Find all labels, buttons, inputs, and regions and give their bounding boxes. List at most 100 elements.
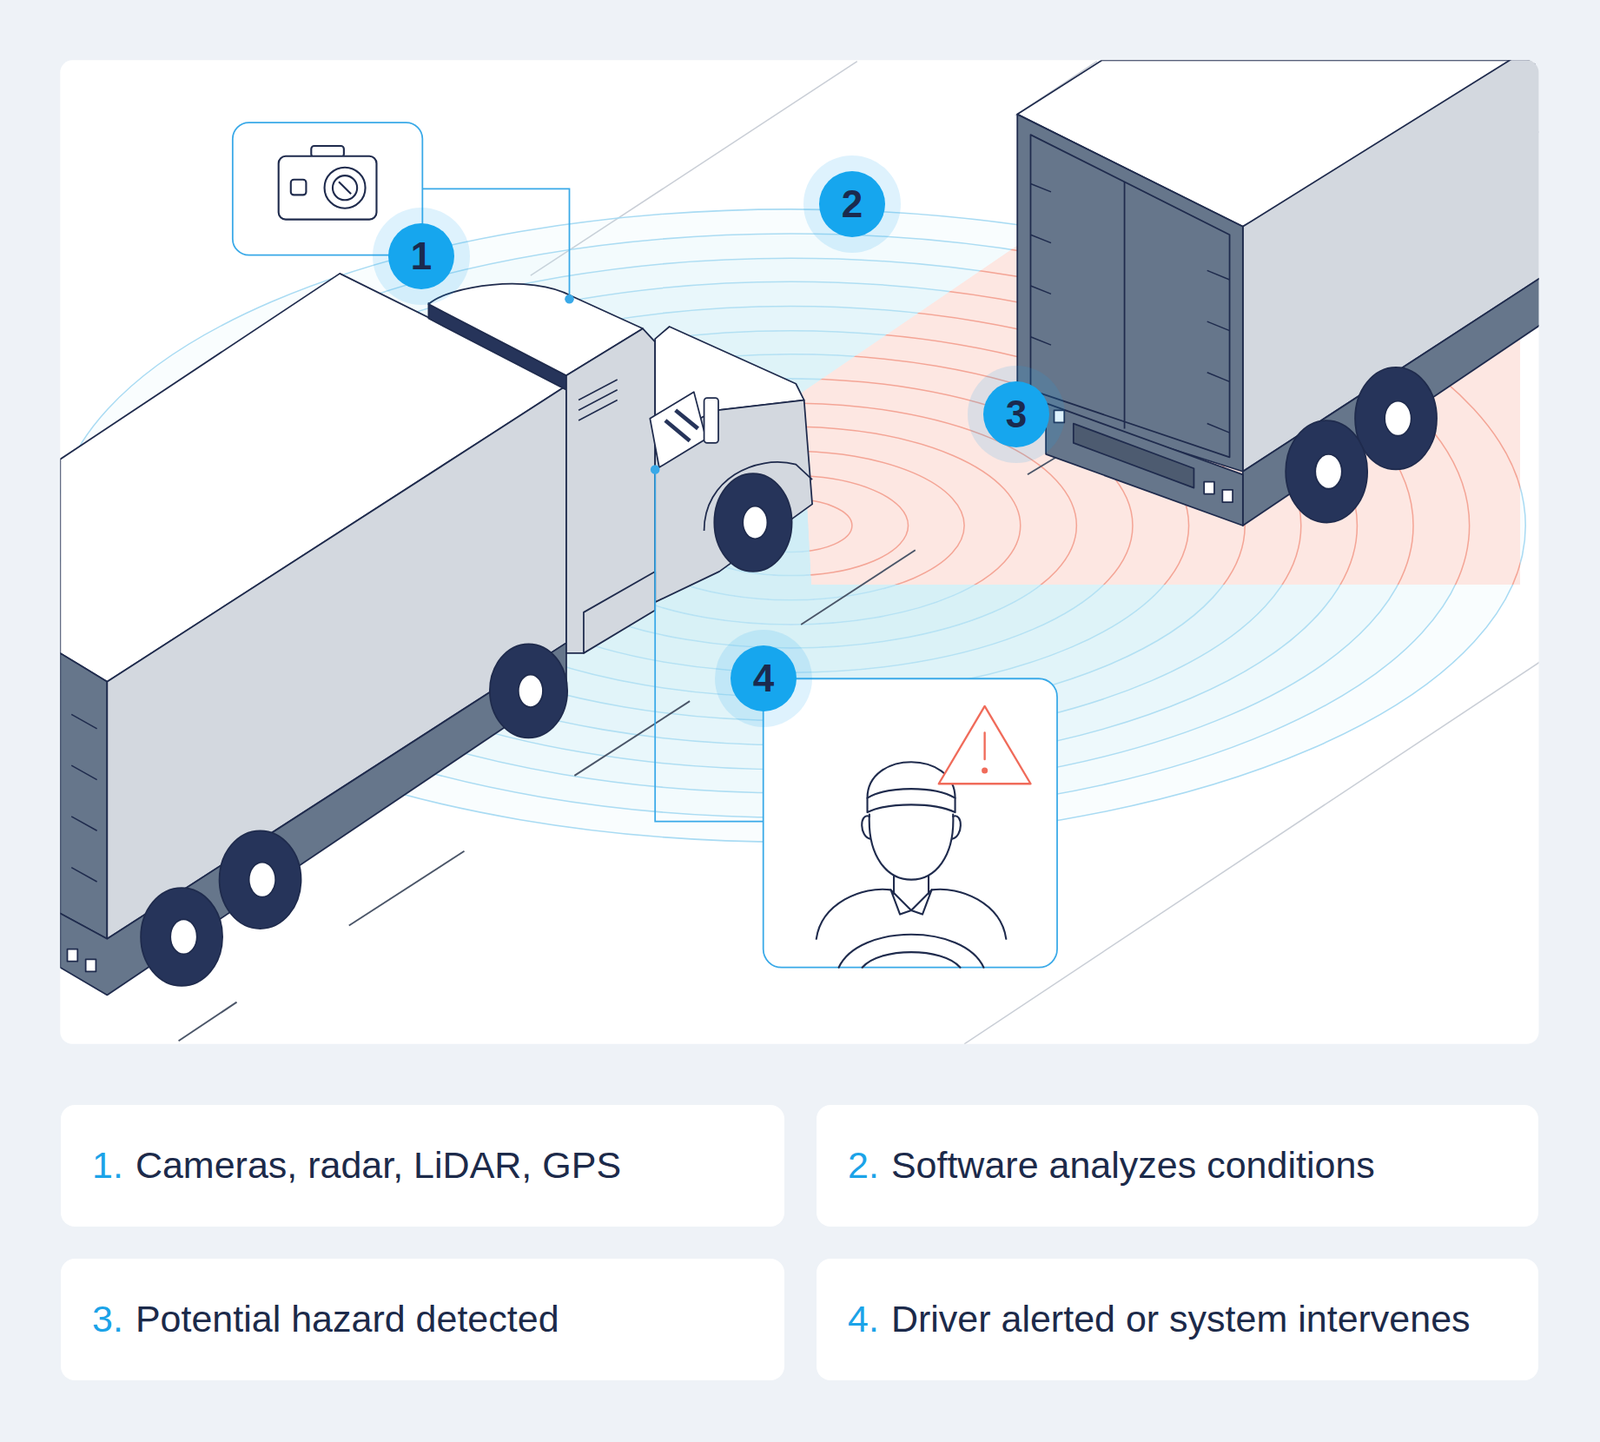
driver-callout <box>650 464 1058 968</box>
driver-icon <box>893 875 929 894</box>
warning-icon <box>983 733 986 761</box>
step-text: Software analyzes conditions <box>891 1143 1376 1189</box>
own-truck <box>67 949 79 962</box>
own-truck <box>59 653 107 939</box>
lead-truck <box>1222 489 1233 503</box>
camera-icon <box>324 167 366 209</box>
driver-icon <box>952 815 961 839</box>
own-truck <box>665 420 690 441</box>
own-truck <box>85 958 97 972</box>
callout-digit: 2 <box>841 185 863 224</box>
own-truck <box>583 571 655 654</box>
warning-icon <box>938 706 1032 784</box>
driver-icon <box>839 934 985 968</box>
own-truck <box>71 714 97 882</box>
own-truck <box>59 273 813 996</box>
callout-number: 2 <box>819 171 886 238</box>
lead-truck <box>1054 409 1065 423</box>
driver-icon <box>816 761 1007 967</box>
own-truck <box>249 862 277 898</box>
driver-icon <box>862 952 961 968</box>
sensor-callout <box>232 122 575 305</box>
own-truck <box>675 409 699 429</box>
own-truck <box>71 714 97 728</box>
lead-truck <box>1242 59 1540 471</box>
own-truck <box>704 397 719 443</box>
step-number: 2. <box>847 1143 880 1189</box>
step-text: Potential hazard detected <box>135 1296 560 1343</box>
callout-digit: 3 <box>1005 395 1027 434</box>
lead-truck <box>1207 321 1230 331</box>
lead-truck <box>1242 277 1540 526</box>
own-truck <box>578 390 618 410</box>
step-number: 4. <box>847 1296 880 1343</box>
step-number: 3. <box>92 1296 124 1343</box>
step-text: Driver alerted or system intervenes <box>891 1296 1471 1343</box>
lead-truck <box>1123 181 1126 429</box>
lead-truck <box>1285 420 1368 523</box>
callout-digit: 4 <box>753 659 774 698</box>
camera-icon <box>278 145 377 220</box>
own-truck <box>71 816 97 831</box>
lane-marking <box>349 851 465 926</box>
driver-callout <box>650 464 661 475</box>
sensor-callout <box>564 294 575 305</box>
own-truck <box>649 391 707 468</box>
camera-icon <box>332 175 358 200</box>
lead-truck <box>1030 337 1051 345</box>
camera-icon <box>278 156 377 220</box>
lead-truck <box>1207 372 1230 383</box>
own-truck <box>170 919 198 954</box>
lane-marking <box>178 1002 238 1042</box>
step-card: 3.Potential hazard detected <box>60 1258 785 1381</box>
driver-icon <box>869 813 954 880</box>
lead-truck <box>1203 482 1215 495</box>
own-truck <box>489 643 568 738</box>
callout-number: 4 <box>730 645 797 712</box>
scene <box>59 59 1539 1044</box>
step-card: 4.Driver alerted or system intervenes <box>816 1258 1539 1381</box>
lane-marking <box>574 700 690 776</box>
lead-truck <box>1030 183 1051 192</box>
own-truck <box>654 400 813 603</box>
callout-number: 3 <box>983 381 1050 448</box>
driver-icon <box>861 815 871 839</box>
own-truck <box>219 830 302 929</box>
driver-icon <box>891 889 933 914</box>
own-truck <box>518 674 543 708</box>
lead-truck <box>1030 183 1230 433</box>
driver-callout <box>763 678 1058 967</box>
lane-marking <box>800 549 916 625</box>
driver-callout <box>654 469 764 821</box>
lead-truck <box>1017 59 1539 526</box>
lead-truck <box>1384 401 1412 437</box>
own-truck <box>578 379 618 421</box>
step-card: 2.Software analyzes conditions <box>816 1104 1539 1227</box>
own-truck <box>578 379 618 400</box>
own-truck <box>714 473 792 572</box>
lead-truck <box>1207 270 1230 280</box>
own-truck <box>71 867 97 882</box>
callout-number: 1 <box>388 223 455 290</box>
step-text: Cameras, radar, LiDAR, GPS <box>135 1143 622 1189</box>
lead-truck <box>1355 367 1437 470</box>
lead-truck <box>1045 403 1243 526</box>
lead-truck <box>1030 234 1051 243</box>
camera-icon <box>290 179 307 196</box>
driver-icon <box>816 889 1007 939</box>
camera-icon <box>338 181 351 194</box>
callout-digit: 1 <box>410 237 432 276</box>
step-card: 1.Cameras, radar, LiDAR, GPS <box>60 1104 785 1227</box>
own-truck <box>742 506 767 540</box>
warning-icon <box>981 766 988 774</box>
lead-truck <box>1315 454 1343 490</box>
lead-truck <box>1073 423 1195 489</box>
lead-truck <box>1030 285 1051 294</box>
warning-icon <box>938 706 1032 784</box>
step-number: 1. <box>92 1143 124 1189</box>
own-truck <box>578 400 618 421</box>
own-truck <box>665 409 699 441</box>
own-truck <box>140 887 223 986</box>
driver-icon <box>867 788 956 813</box>
